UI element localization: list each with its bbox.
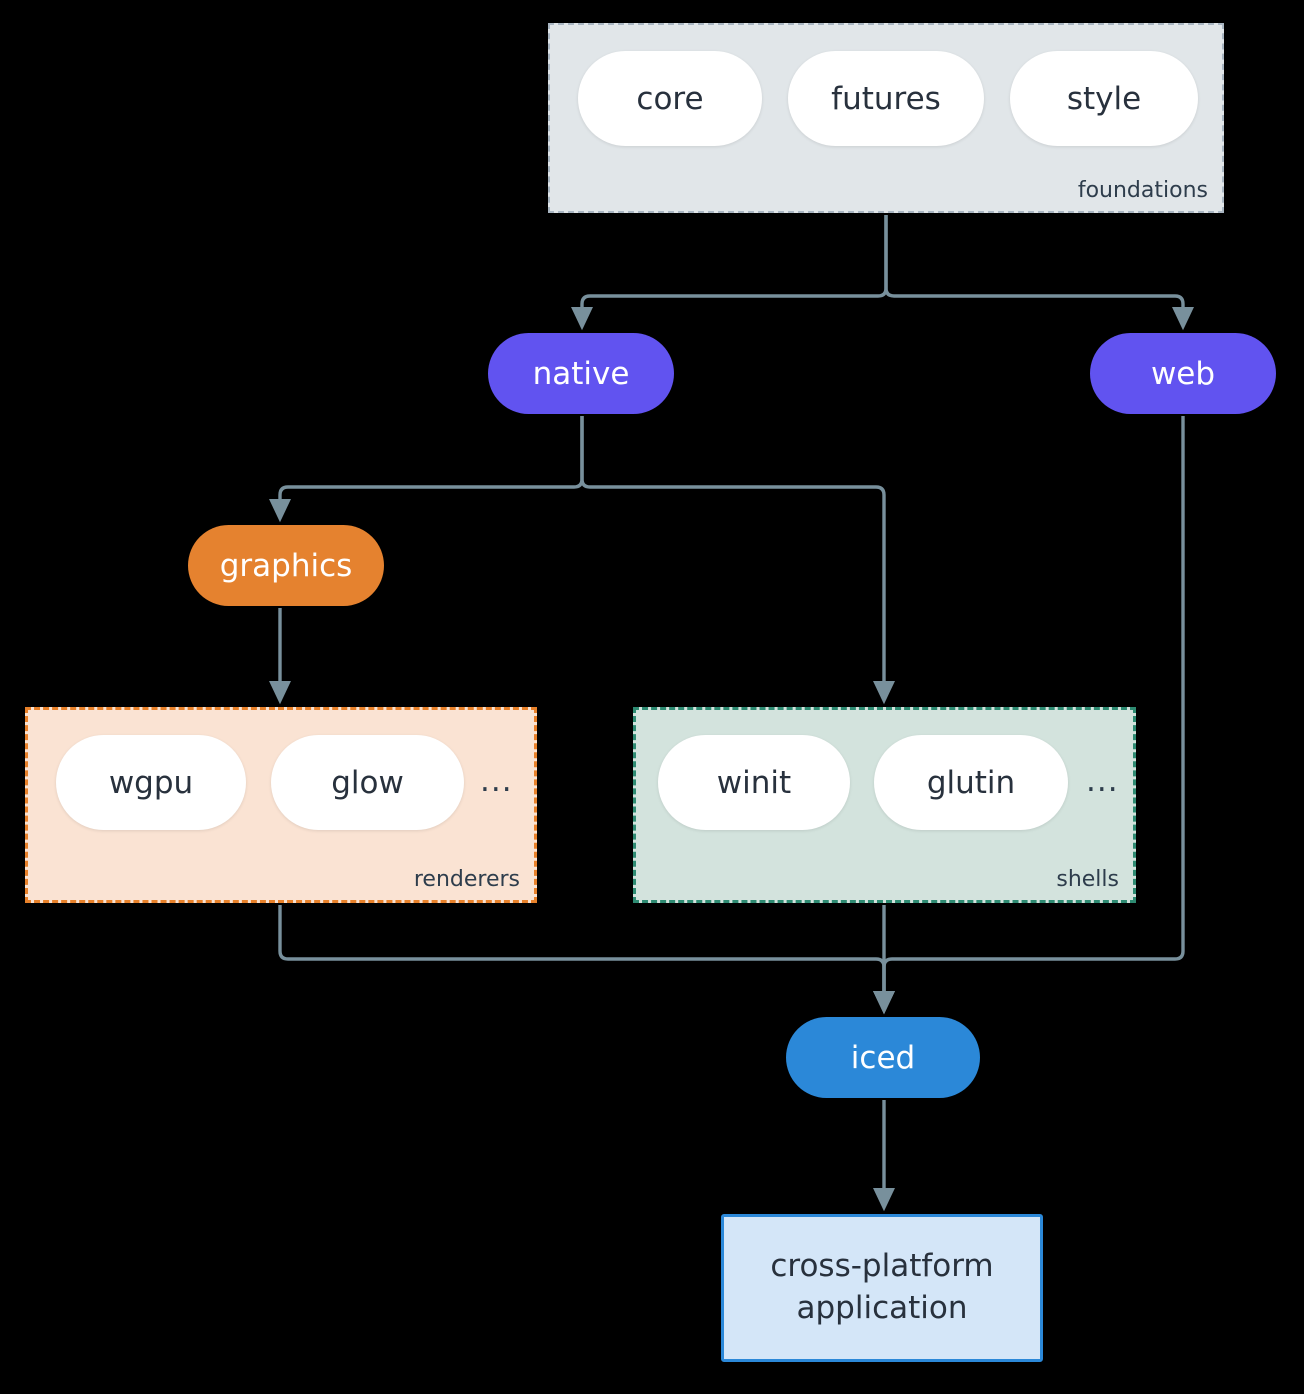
edge-native-shells (580, 416, 896, 705)
node-native[interactable]: native (488, 333, 674, 414)
pill-glutin[interactable]: glutin (874, 735, 1068, 830)
application-line-2: application (796, 1290, 968, 1326)
pill-core[interactable]: core (578, 51, 762, 146)
cluster-label-foundations: foundations (1077, 178, 1208, 203)
pill-wgpu[interactable]: wgpu (56, 735, 246, 830)
cluster-label-renderers: renderers (413, 867, 520, 892)
cluster-renderers: wgpu glow ... renderers (25, 707, 537, 903)
application-line-1: cross-platform (770, 1248, 994, 1285)
edge-native-graphics (268, 416, 584, 523)
pill-glow[interactable]: glow (271, 735, 464, 830)
node-web[interactable]: web (1090, 333, 1276, 414)
edge-renderers-iced (278, 905, 896, 1015)
renderers-ellipsis: ... (480, 763, 513, 799)
edge-foundations-web (884, 215, 1195, 331)
shells-ellipsis: ... (1086, 763, 1119, 799)
cluster-shells: winit glutin ... shells (633, 707, 1136, 903)
edge-foundations-native (570, 215, 888, 331)
cluster-foundations: core futures style foundations (548, 23, 1224, 213)
pill-winit[interactable]: winit (658, 735, 850, 830)
box-cross-platform-application[interactable]: cross-platform application (721, 1214, 1043, 1362)
pill-futures[interactable]: futures (788, 51, 984, 146)
cluster-label-shells: shells (1056, 867, 1119, 892)
node-graphics[interactable]: graphics (188, 525, 384, 606)
node-iced[interactable]: iced (786, 1017, 980, 1098)
pill-style[interactable]: style (1010, 51, 1198, 146)
